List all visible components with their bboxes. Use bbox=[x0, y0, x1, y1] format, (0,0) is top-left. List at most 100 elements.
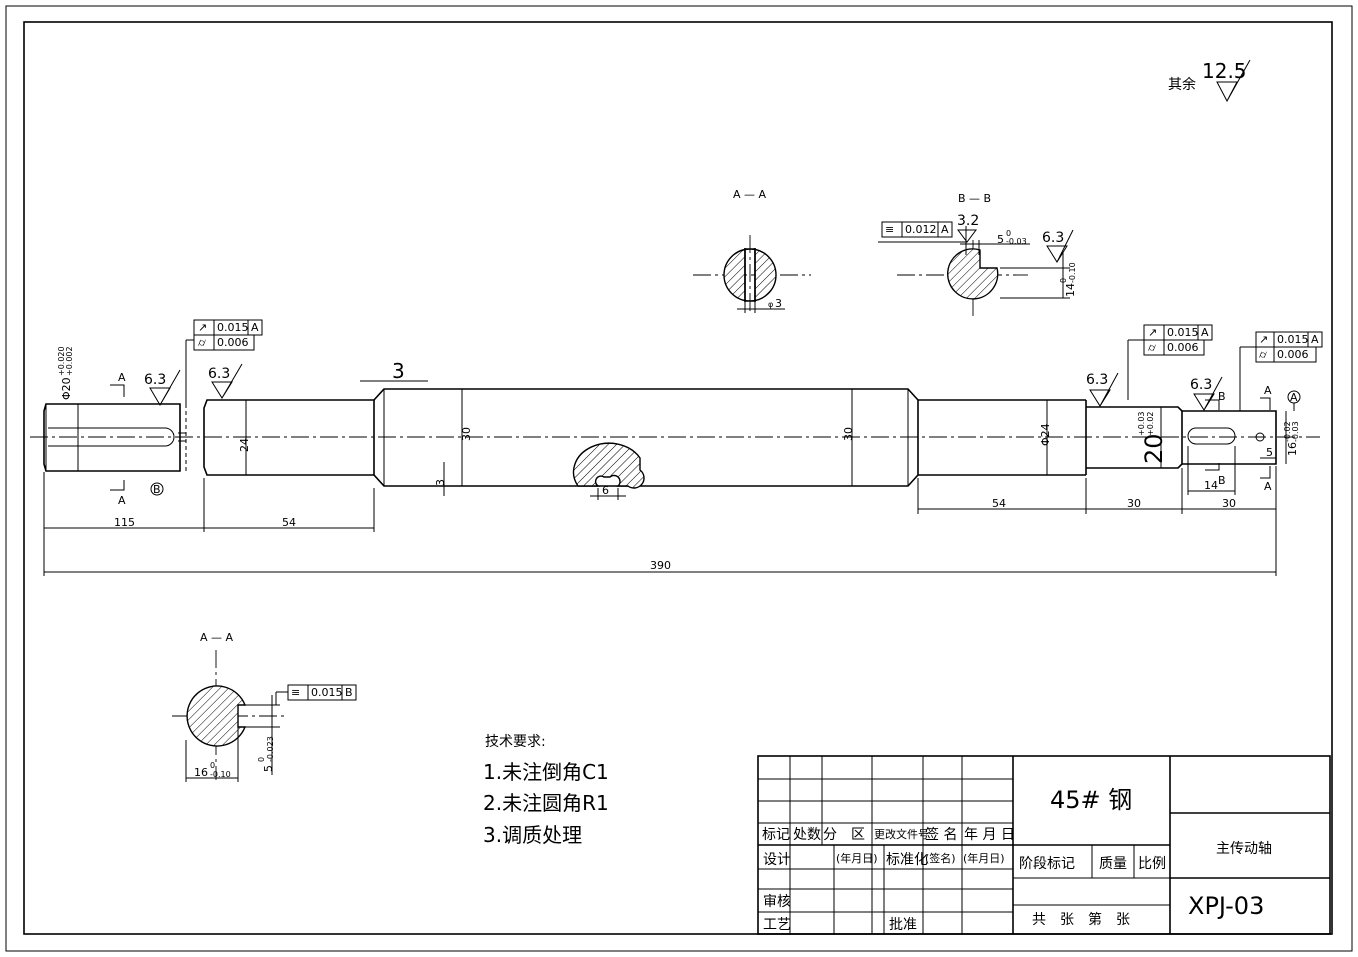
fcf-right1-runout: 0.015 bbox=[1167, 326, 1199, 339]
fcf-right1: ↗ ⌭ 0.015 A 0.006 bbox=[1127, 324, 1213, 400]
cut-b-top: B bbox=[1218, 390, 1226, 403]
tb-signname: (签名) bbox=[925, 851, 956, 865]
svg-text:⌭: ⌭ bbox=[198, 336, 206, 349]
dia-16: 16 bbox=[1286, 442, 1299, 456]
length-dimensions: 115 54 54 30 30 390 bbox=[43, 466, 1277, 576]
cut-a-right-top: A bbox=[1264, 384, 1272, 397]
section-aa-top-label: A — A bbox=[733, 188, 767, 201]
h-sign: 签 名 bbox=[925, 826, 957, 843]
tb-process: 工艺 bbox=[763, 917, 791, 933]
fcf-right1-cyl: 0.006 bbox=[1167, 341, 1199, 354]
fcf-aa-bottom-tol: 0.015 bbox=[311, 686, 343, 699]
section-aa-bottom: A — A 5 0 -0.023 16 0 -0.10 ≡ 0.015 B bbox=[172, 631, 357, 782]
svg-text:⌭: ⌭ bbox=[1148, 341, 1156, 354]
fcf-aa-bottom: ≡ 0.015 B bbox=[275, 684, 357, 705]
aa-bottom-key-tol: 0 bbox=[257, 757, 266, 762]
svg-text:≡: ≡ bbox=[885, 223, 894, 236]
dia-20-tol-upper: +0.03 bbox=[1137, 411, 1146, 436]
dia-16-tol-lower: -0.03 bbox=[1291, 421, 1300, 442]
left-dia: Φ20 bbox=[60, 377, 73, 400]
h-zone: 分 区 bbox=[823, 827, 865, 843]
dia-30-right: 30 bbox=[842, 427, 855, 441]
roughness-other-label: 其余 bbox=[1168, 76, 1196, 93]
cut-b-bottom: B bbox=[1218, 474, 1226, 487]
fcf-left-cyl: 0.006 bbox=[217, 336, 249, 349]
section-aa-bottom-label: A — A bbox=[200, 631, 234, 644]
fcf-bb-tol: 0.012 bbox=[905, 223, 937, 236]
h-mark: 标记 bbox=[762, 827, 790, 843]
roughness-2: 6.3 bbox=[208, 366, 230, 382]
title-block: 标记 处数 分 区 更改文件号 签 名 年 月 日 设计 (年月日) 标准化 (… bbox=[757, 755, 1331, 935]
section-aa-top-dim: 3 bbox=[775, 297, 782, 310]
shaft-main-view: 24 30 30 Φ24 20 +0.03 +0.02 16 -0.02 -0.… bbox=[30, 346, 1320, 507]
tb-sheets: 共 张 第 张 bbox=[1032, 911, 1130, 928]
fcf-right2-runout-datum: A bbox=[1311, 333, 1319, 346]
aa-bottom-width-tol: 0 bbox=[210, 761, 215, 770]
bb-depth: 14 bbox=[1064, 283, 1077, 297]
dim-30-a: 30 bbox=[1127, 497, 1141, 510]
fcf-left-runout-datum: A bbox=[251, 321, 259, 334]
dia-24-right: Φ24 bbox=[1039, 423, 1052, 446]
roughness-1: 6.3 bbox=[144, 372, 166, 388]
dia-20-right: 20 bbox=[1140, 433, 1168, 464]
tb-ymd1: (年月日) bbox=[836, 851, 878, 865]
tb-standard: 标准化 bbox=[886, 852, 928, 868]
key-right-len: 14 bbox=[1204, 479, 1218, 492]
svg-text:↗: ↗ bbox=[1148, 326, 1157, 339]
tb-review: 审核 bbox=[763, 894, 791, 910]
cut-a-top: A bbox=[118, 371, 126, 384]
left-dia-tol-lower: +0.002 bbox=[65, 346, 74, 376]
svg-text:≡: ≡ bbox=[291, 686, 300, 699]
cut-a-right-bottom: A bbox=[1264, 480, 1272, 493]
tech-item-1: 1.未注倒角C1 bbox=[483, 760, 609, 784]
roughness-4: 6.3 bbox=[1086, 372, 1108, 388]
dia-24-left: 24 bbox=[238, 438, 251, 452]
key-right-end: 5 bbox=[1266, 446, 1273, 459]
fcf-left: ↗ ⌭ 0.015 A 0.006 bbox=[185, 319, 263, 404]
fcf-right1-runout-datum: A bbox=[1201, 326, 1209, 339]
dim-54-right: 54 bbox=[992, 497, 1006, 510]
h-count: 处数 bbox=[793, 827, 821, 843]
dia-16-tol-upper: -0.02 bbox=[1283, 421, 1292, 442]
fcf-right2-cyl: 0.006 bbox=[1277, 348, 1309, 361]
h-docno: 更改文件号 bbox=[874, 827, 929, 841]
aa-bottom-key: 5 bbox=[262, 765, 275, 772]
cut-a-bottom: A bbox=[118, 494, 126, 507]
datum-a: A bbox=[1290, 391, 1298, 404]
tb-approve: 批准 bbox=[889, 917, 917, 933]
section-aa-top: A — A φ 3 bbox=[693, 188, 811, 315]
svg-text:↗: ↗ bbox=[1259, 333, 1268, 346]
roughness-5: 6.3 bbox=[1190, 377, 1212, 393]
roughness-bb: 3.2 bbox=[957, 213, 979, 229]
tech-heading: 技术要求: bbox=[485, 734, 546, 750]
bb-key-dim: 5 bbox=[997, 233, 1004, 246]
bb-key-tol2: -0.03 bbox=[1006, 237, 1027, 246]
dim-390: 390 bbox=[650, 559, 671, 572]
tb-material: 45# 钢 bbox=[1050, 786, 1132, 814]
tb-part-name: 主传动轴 bbox=[1216, 841, 1272, 857]
tb-ymd2: (年月日) bbox=[963, 851, 1005, 865]
datum-b: B bbox=[153, 483, 161, 496]
fcf-bb-datum: A bbox=[941, 223, 949, 236]
tech-item-2: 2.未注圆角R1 bbox=[483, 791, 609, 815]
groove-width: 6 bbox=[602, 484, 609, 497]
aa-bottom-key-tol2: -0.023 bbox=[266, 736, 275, 762]
aa-bottom-width: 16 bbox=[194, 766, 208, 779]
roughness-bb-key: 6.3 bbox=[1042, 230, 1064, 246]
section-bb-label: B — B bbox=[958, 192, 991, 205]
fcf-aa-bottom-datum: B bbox=[345, 686, 353, 699]
fcf-left-runout: 0.015 bbox=[217, 321, 249, 334]
tb-stage: 阶段标记 bbox=[1019, 856, 1075, 872]
tech-item-3: 3.调质处理 bbox=[483, 823, 582, 847]
svg-text:↗: ↗ bbox=[198, 321, 207, 334]
fcf-right2-runout: 0.015 bbox=[1277, 333, 1309, 346]
dim-115: 115 bbox=[114, 516, 135, 529]
dim-30-b: 30 bbox=[1222, 497, 1236, 510]
phi-symbol-aa: φ bbox=[768, 300, 773, 309]
bb-key-tol: 0 bbox=[1006, 229, 1011, 238]
section-bb: B — B 14 0 -0.10 5 0 -0.03 3.2 6.3 ≡ 0.0… bbox=[878, 192, 1077, 318]
chamfer-dim: 3 bbox=[392, 359, 405, 383]
aa-bottom-width-tol2: -0.10 bbox=[210, 770, 231, 779]
outer-frame bbox=[5, 5, 1353, 952]
